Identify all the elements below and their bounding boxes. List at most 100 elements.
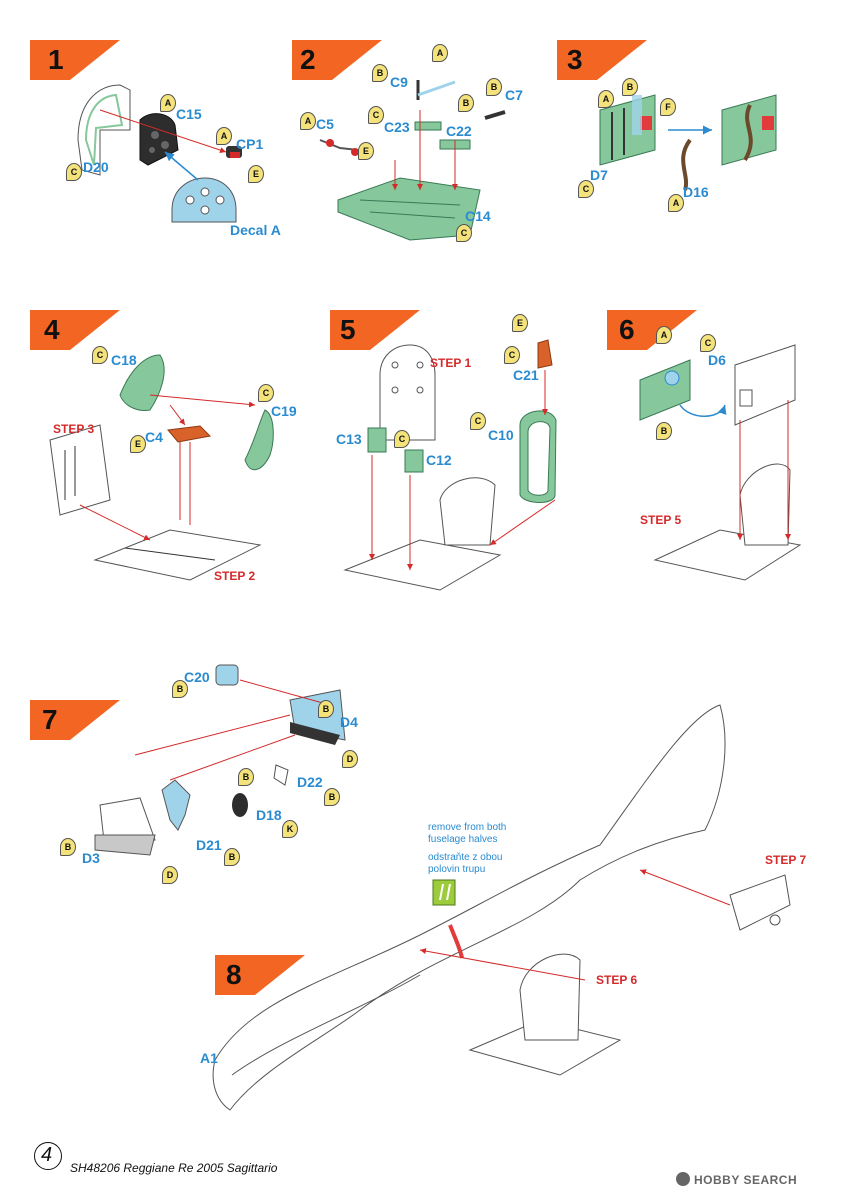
step-number-3: 3 [567, 44, 583, 75]
paint-code-bubble: A [668, 194, 684, 212]
footer-title: SH48206 Reggiane Re 2005 Sagittario [70, 1161, 278, 1175]
part-label: C20 [184, 669, 210, 685]
part-label: C19 [271, 403, 297, 419]
part-label: A1 [200, 1050, 218, 1066]
step2-drawing [319, 80, 506, 241]
step-number-7: 7 [42, 704, 58, 735]
paint-code-bubble: A [160, 94, 176, 112]
step-badge-5 [330, 310, 420, 350]
part-label: CP1 [236, 136, 264, 152]
step-badge-4 [30, 310, 120, 350]
step-number-5: 5 [340, 314, 356, 345]
step1-drawing [77, 84, 242, 223]
step-number-2: 2 [300, 44, 316, 75]
step-badge-6 [607, 310, 697, 350]
part-label: C22 [446, 123, 472, 139]
paint-code-bubble: A [432, 44, 448, 62]
step-badge-1 [30, 40, 120, 80]
part-label: D6 [708, 352, 726, 368]
part-label: D18 [256, 807, 282, 823]
part-label: D4 [340, 714, 358, 730]
part-label: D20 [83, 159, 109, 175]
paint-code-bubble: B [656, 422, 672, 440]
part-label: D16 [683, 184, 709, 200]
step-badge-7 [30, 700, 120, 740]
paint-code-bubble: A [300, 112, 316, 130]
step-reference: STEP 3 [53, 422, 95, 436]
page-number-circle [34, 1142, 62, 1170]
paint-code-bubble: E [358, 142, 374, 160]
decal-label: Decal A [230, 222, 281, 238]
step-reference: STEP 1 [430, 356, 472, 370]
paint-code-bubble: B [172, 680, 188, 698]
paint-code-bubble: B [318, 700, 334, 718]
step-reference: STEP 6 [596, 973, 638, 987]
part-label: D3 [82, 850, 100, 866]
part-label: C7 [505, 87, 523, 103]
paint-code-bubble: D [342, 750, 358, 768]
part-label: C5 [316, 116, 334, 132]
paint-code-bubble: B [458, 94, 474, 112]
step3-drawing [599, 94, 777, 191]
paint-code-bubble: B [60, 838, 76, 856]
paint-code-bubble: A [598, 90, 614, 108]
note-english-line1: remove from both [428, 822, 507, 833]
step6-drawing [639, 344, 802, 581]
part-label: C15 [176, 106, 202, 122]
paint-code-bubble: B [486, 78, 502, 96]
part-label: C4 [145, 429, 163, 445]
paint-code-bubble: C [92, 346, 108, 364]
step8-drawing [212, 704, 791, 1111]
paint-code-bubble: C [700, 334, 716, 352]
step5-drawing [343, 339, 557, 591]
part-label: C13 [336, 431, 362, 447]
paint-code-bubble: F [660, 98, 676, 116]
paint-code-bubble: E [248, 165, 264, 183]
paint-code-bubble: C [66, 163, 82, 181]
paint-code-bubble: C [578, 180, 594, 198]
step-reference: STEP 5 [640, 513, 682, 527]
paint-code-bubble: C [258, 384, 274, 402]
paint-code-bubble: E [512, 314, 528, 332]
part-label: D7 [590, 167, 608, 183]
paint-code-bubble: C [470, 412, 486, 430]
paint-code-bubble: C [456, 224, 472, 242]
step-number-6: 6 [619, 314, 635, 345]
paint-code-bubble: B [372, 64, 388, 82]
part-label: C12 [426, 452, 452, 468]
note-czech-line2: polovin trupu [428, 864, 486, 875]
paint-code-bubble: A [656, 326, 672, 344]
part-label: C18 [111, 352, 137, 368]
step4-drawing [49, 354, 274, 581]
step-number-8: 8 [226, 959, 242, 990]
part-label: C14 [465, 208, 491, 224]
watermark-logo-icon [676, 1172, 690, 1186]
paint-code-bubble: B [238, 768, 254, 786]
step-badge-2 [292, 40, 382, 80]
page-number: 4 [41, 1144, 53, 1166]
part-label: C21 [513, 367, 539, 383]
step-number-1: 1 [48, 44, 64, 75]
note-czech-line1: odstraňte z obou [428, 852, 503, 863]
part-label: C9 [390, 74, 408, 90]
paint-code-bubble: C [368, 106, 384, 124]
paint-code-bubble: K [282, 820, 298, 838]
step-badge-8 [215, 955, 305, 995]
step7-drawing [94, 664, 346, 856]
part-label: C23 [384, 119, 410, 135]
paint-code-bubble: B [324, 788, 340, 806]
part-label: D21 [196, 837, 222, 853]
paint-code-bubble: D [162, 866, 178, 884]
note-english-line2: fuselage halves [428, 834, 498, 845]
part-label: C10 [488, 427, 514, 443]
watermark: HOBBY SEARCH [694, 1173, 798, 1187]
paint-code-bubble: C [394, 430, 410, 448]
step-reference: STEP 7 [765, 853, 807, 867]
paint-code-bubble: A [216, 127, 232, 145]
paint-code-bubble: B [224, 848, 240, 866]
paint-code-bubble: B [622, 78, 638, 96]
step-badge-3 [557, 40, 647, 80]
paint-code-bubble: C [504, 346, 520, 364]
